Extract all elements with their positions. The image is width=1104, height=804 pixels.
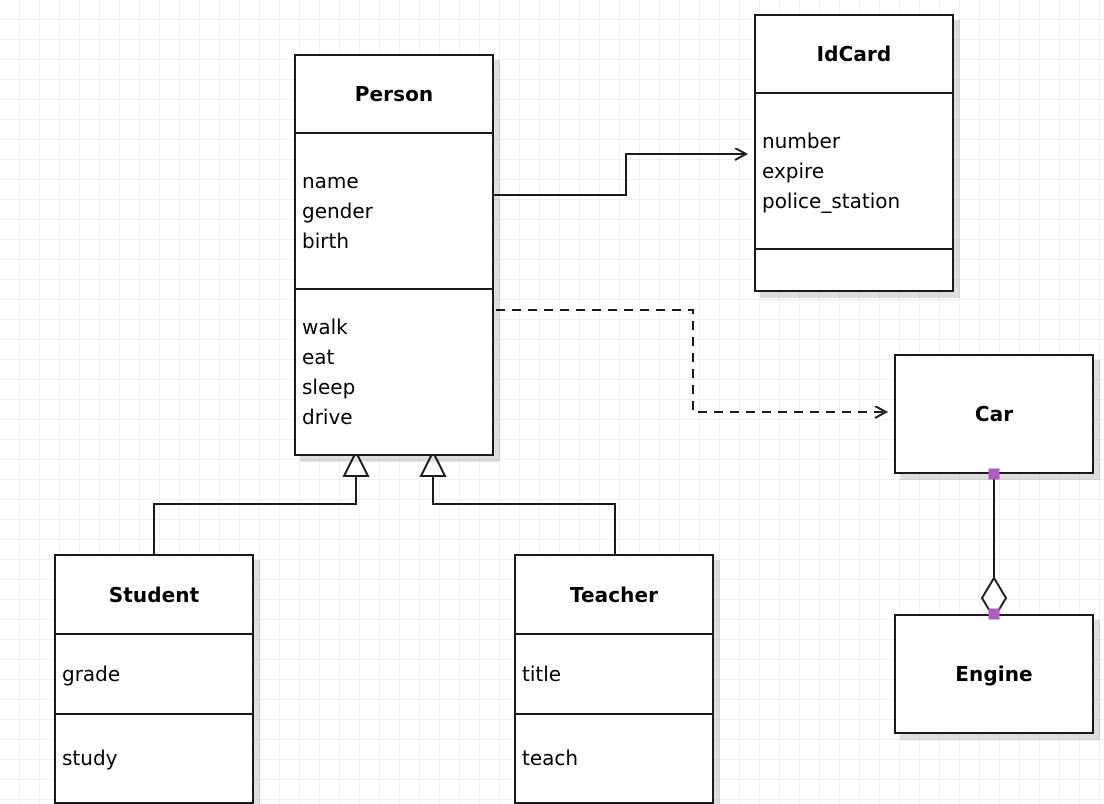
method-item: sleep — [302, 375, 356, 399]
class-attributes-compartment: number expire police_station — [756, 92, 952, 248]
hollow-triangle-arrowhead — [342, 449, 370, 477]
class-attributes-compartment: grade — [56, 633, 252, 712]
dependency-line[interactable] — [496, 309, 886, 412]
class-name-car: Car — [974, 402, 1014, 426]
relationship-car-engine[interactable] — [980, 474, 1008, 620]
attribute-item: name — [302, 169, 359, 193]
class-name-idcard: IdCard — [816, 42, 892, 66]
class-methods-compartment: teach — [516, 712, 712, 802]
class-name-teacher: Teacher — [569, 582, 659, 607]
attribute-item: gender — [302, 199, 373, 223]
method-item: study — [62, 746, 118, 771]
class-name-student: Student — [108, 582, 200, 607]
method-item: drive — [302, 405, 353, 429]
generalization-line[interactable] — [432, 474, 616, 554]
class-name-person: Person — [354, 82, 434, 106]
method-item: walk — [302, 315, 348, 339]
class-methods-compartment: study — [56, 712, 252, 802]
relationship-student-person[interactable] — [153, 449, 370, 554]
selection-handle-car-end[interactable] — [988, 468, 1000, 480]
generalization-line[interactable] — [153, 474, 357, 554]
class-title-compartment: IdCard — [756, 16, 952, 92]
uml-class-idcard[interactable]: IdCard number expire police_station — [754, 14, 954, 292]
class-methods-compartment: walk eat sleep drive — [296, 288, 492, 454]
attribute-item: birth — [302, 229, 349, 253]
hollow-triangle-arrowhead — [419, 449, 447, 477]
class-title-compartment: Engine — [896, 616, 1092, 732]
uml-class-engine[interactable]: Engine — [894, 614, 1094, 734]
uml-class-teacher[interactable]: Teacher title teach — [514, 554, 714, 804]
relationship-teacher-person[interactable] — [419, 449, 616, 554]
selection-handle-engine-end[interactable] — [988, 608, 1000, 620]
class-name-engine: Engine — [955, 662, 1033, 686]
class-title-compartment: Person — [296, 56, 492, 132]
class-methods-compartment — [756, 248, 952, 290]
uml-class-car[interactable]: Car — [894, 354, 1094, 474]
class-attributes-compartment: name gender birth — [296, 132, 492, 288]
class-title-compartment: Teacher — [516, 556, 712, 633]
uml-class-person[interactable]: Person name gender birth walk eat sleep … — [294, 54, 494, 456]
method-item: teach — [522, 746, 579, 771]
attribute-item: police_station — [762, 189, 901, 213]
relationship-person-car[interactable] — [496, 309, 886, 412]
class-title-compartment: Student — [56, 556, 252, 633]
attribute-item: grade — [62, 662, 121, 687]
association-line[interactable] — [494, 154, 746, 196]
relationship-person-idcard[interactable] — [494, 154, 746, 196]
attribute-item: number — [762, 129, 841, 153]
method-item: eat — [302, 345, 335, 369]
class-attributes-compartment: title — [516, 633, 712, 712]
uml-class-student[interactable]: Student grade study — [54, 554, 254, 804]
class-title-compartment: Car — [896, 356, 1092, 472]
attribute-item: title — [522, 662, 562, 687]
attribute-item: expire — [762, 159, 825, 183]
